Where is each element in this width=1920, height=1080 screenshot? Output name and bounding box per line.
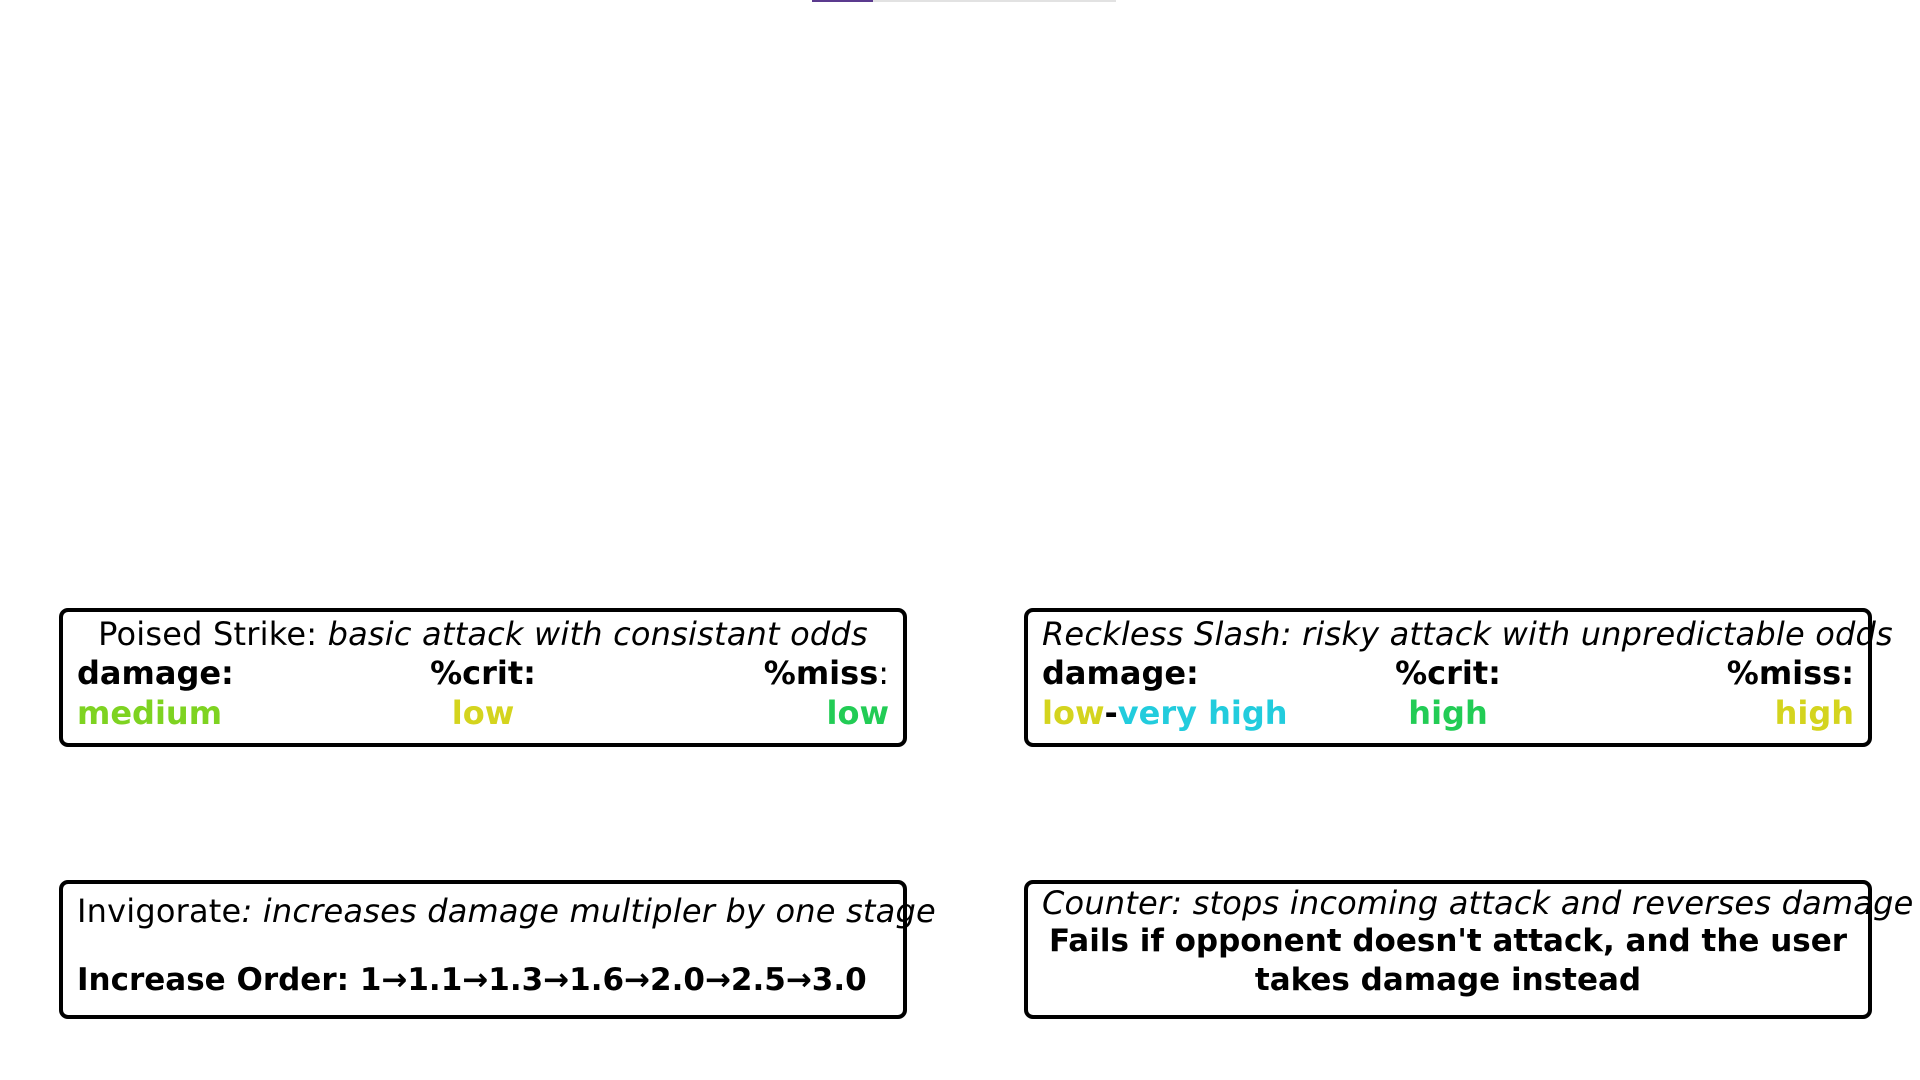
move-description: : increases damage multipler by one stag…: [241, 892, 936, 930]
damage-value: medium: [77, 694, 223, 732]
damage-low: low: [1042, 694, 1105, 732]
move-card-counter[interactable]: Counter: stops incoming attack and rever…: [1024, 880, 1914, 1019]
top-progress-bar: [812, 0, 1116, 2]
damage-label: damage:: [1042, 654, 1199, 692]
top-progress-fill: [812, 0, 873, 2]
miss-colon: :: [878, 654, 890, 692]
stat-values: low-very high high high: [1042, 693, 1854, 733]
stat-labels: damage: %crit: %miss:: [77, 653, 889, 693]
miss-label: %miss: [763, 654, 879, 692]
move-title: Counter: stops incoming attack and rever…: [1042, 884, 1914, 922]
crit-label: %crit:: [1395, 654, 1501, 692]
move-title: Invigorate: increases damage multipler b…: [77, 892, 936, 930]
stat-labels: damage: %crit: %miss:: [1042, 653, 1854, 693]
move-title: Poised Strike: basic attack with consist…: [77, 615, 889, 653]
crit-label: %crit:: [430, 654, 536, 692]
move-description: basic attack with consistant odds: [327, 615, 868, 653]
stat-values: medium low low: [77, 693, 889, 733]
move-card-reckless-slash[interactable]: Reckless Slash: risky attack with unpred…: [1024, 608, 1893, 747]
move-name: Invigorate: [77, 892, 242, 930]
move-title: Reckless Slash: risky attack with unpred…: [1042, 615, 1893, 653]
move-effect: Fails if opponent doesn't attack, and th…: [1048, 923, 1848, 998]
damage-label: damage:: [77, 654, 234, 692]
move-name: Poised Strike:: [98, 615, 318, 653]
move-card-invigorate[interactable]: Invigorate: increases damage multipler b…: [59, 880, 936, 1019]
damage-high: very high: [1117, 694, 1288, 732]
increase-order: Increase Order: 1→1.1→1.3→1.6→2.0→2.5→3.…: [77, 962, 867, 998]
crit-value: low: [451, 694, 515, 732]
miss-value: high: [1774, 694, 1855, 732]
move-card-poised-strike[interactable]: Poised Strike: basic attack with consist…: [59, 608, 907, 747]
miss-label-wrap: %miss:: [618, 653, 889, 693]
crit-value: high: [1408, 694, 1488, 732]
miss-label: %miss:: [1726, 654, 1855, 692]
miss-value: low: [826, 694, 890, 732]
damage-range-separator: -: [1104, 694, 1118, 732]
damage-value: low-very high: [1042, 693, 1313, 733]
